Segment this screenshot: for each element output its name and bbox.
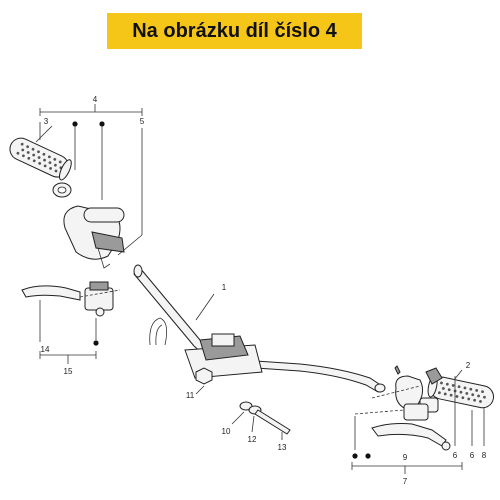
dot-marker [99, 121, 105, 127]
right-switch-housing [371, 367, 443, 413]
group-4-bracket [39, 104, 143, 116]
leader-10 [231, 411, 245, 425]
callout-12: 12 [248, 435, 257, 444]
callout-6-b: 6 [470, 451, 475, 460]
caption-banner: Na obrázku díl číslo 4 [107, 13, 362, 49]
dot-marker [352, 453, 358, 459]
callout-15: 15 [64, 367, 73, 376]
leader-3-b [35, 125, 53, 143]
callout-3: 3 [44, 117, 49, 126]
leader-11 [195, 385, 205, 395]
callout-2: 2 [466, 361, 471, 370]
left-grip [9, 137, 72, 181]
dot-marker [93, 340, 99, 346]
left-master-cylinder [84, 281, 114, 317]
callout-13: 13 [278, 443, 287, 452]
washer [52, 182, 72, 198]
group-15-bracket [39, 351, 97, 364]
callout-11: 11 [186, 391, 195, 400]
right-master-cylinder [403, 403, 429, 421]
handlebar-tube [133, 264, 386, 393]
nut [195, 367, 213, 385]
leader-12 [251, 415, 255, 433]
callout-8: 8 [482, 451, 487, 460]
caption-text: Na obrázku díl číslo 4 [132, 19, 337, 42]
leader-1 [195, 293, 215, 321]
left-brake-lever [21, 285, 81, 301]
callout-5: 5 [140, 117, 145, 126]
right-brake-lever [371, 423, 451, 451]
callout-14: 14 [41, 345, 50, 354]
group-7-bracket [351, 462, 463, 474]
dot-marker [72, 121, 78, 127]
callout-9: 9 [403, 453, 408, 462]
callout-4: 4 [93, 95, 98, 104]
dot-marker [365, 453, 371, 459]
small-screw [394, 365, 401, 375]
callout-1: 1 [222, 283, 227, 292]
callout-7: 7 [403, 477, 408, 486]
callout-10: 10 [222, 427, 231, 436]
clamp-bolt [239, 401, 291, 435]
callout-6-a: 6 [453, 451, 458, 460]
dashed-axis [79, 289, 121, 298]
throttle-housing [63, 205, 125, 269]
dashed-axis [354, 409, 405, 415]
